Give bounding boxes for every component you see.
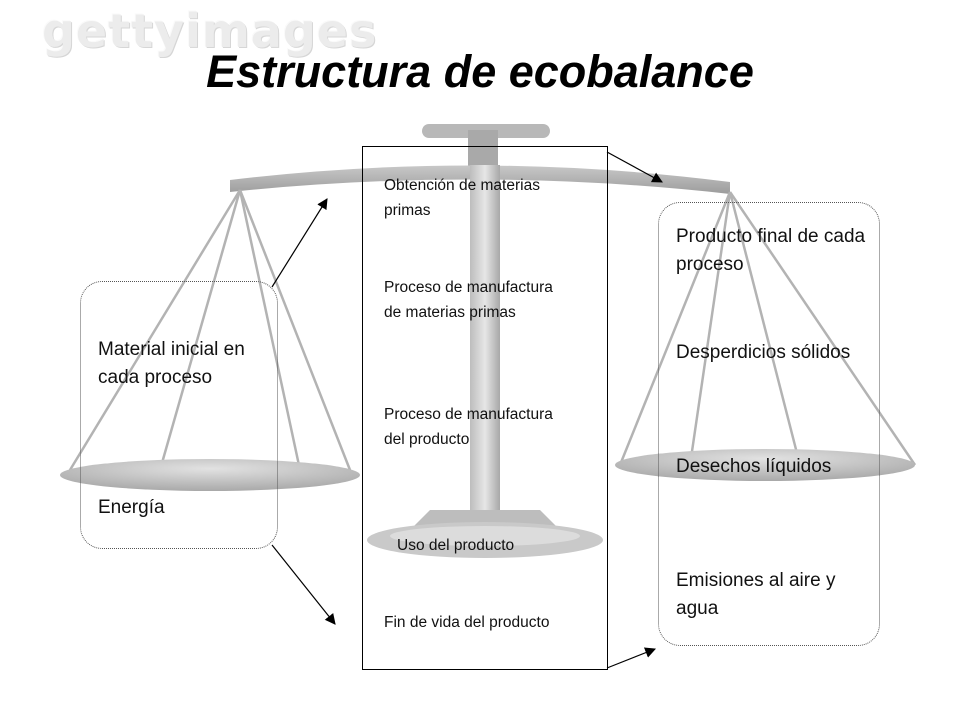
stage-item: Uso del producto xyxy=(397,537,515,554)
stage-item: Proceso de manufactura del producto xyxy=(384,406,553,449)
getty-images-watermark: gettyimages xyxy=(42,4,378,58)
page-title: Estructura de ecobalance xyxy=(206,46,754,97)
output-item: Desechos líquidos xyxy=(676,456,832,477)
output-item: Producto final de cada proceso xyxy=(676,226,866,275)
outputs-box xyxy=(658,202,880,646)
arrow-input-to-stages-bottom xyxy=(271,544,336,625)
input-item: Material inicial en cada proceso xyxy=(98,339,245,388)
arrow-stages-to-output-top xyxy=(606,151,663,183)
life-cycle-stages-box xyxy=(362,146,608,670)
arrow-input-to-stages-top xyxy=(271,198,328,288)
output-item: Desperdicios sólidos xyxy=(676,342,851,363)
output-item: Emisiones al aire y agua xyxy=(676,570,836,619)
stage-item: Fin de vida del producto xyxy=(384,614,550,631)
inputs-box xyxy=(80,281,278,549)
stage-item: Obtención de materias primas xyxy=(384,177,540,220)
arrow-stages-to-output-bottom xyxy=(606,647,657,669)
stage-item: Proceso de manufactura de materias prima… xyxy=(384,279,553,322)
input-item: Energía xyxy=(98,497,165,518)
